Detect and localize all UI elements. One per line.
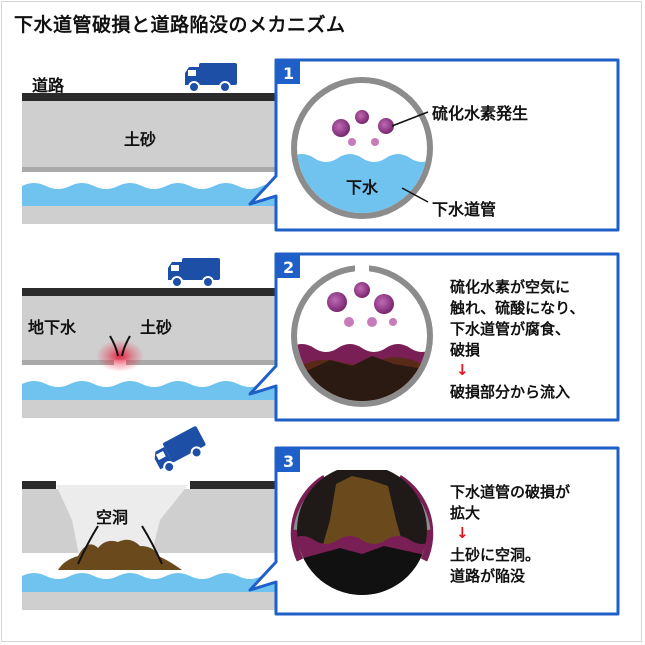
hydrogen-sulfide-label: 硫化水素発生 bbox=[432, 104, 529, 123]
step2-scene bbox=[22, 258, 286, 418]
step3-description: 下水道管の破損が 拡大 ↓ 土砂に空洞。 道路が陥没 bbox=[450, 482, 570, 587]
step3-result: 道路が陥没 bbox=[450, 567, 526, 585]
soil-layer bbox=[22, 101, 280, 167]
step2-panel bbox=[248, 252, 620, 422]
step2-description: 硫化水素が空気に 触れ、硫酸になり、 下水道管が腐食、 破損 ↓ 破損部分から流… bbox=[450, 277, 585, 403]
soil-label: 土砂 bbox=[124, 130, 157, 149]
step2-line: 下水道管が腐食、 bbox=[450, 320, 571, 338]
step3-line: 下水道管の破損が bbox=[450, 483, 571, 501]
step2-line: 硫化水素が空気に bbox=[450, 278, 571, 296]
sewage-label: 下水 bbox=[346, 178, 379, 197]
sewage-flow bbox=[22, 183, 286, 206]
down-arrow-icon: ↓ bbox=[456, 361, 469, 379]
groundwater-label: 地下水 bbox=[28, 318, 77, 337]
road-surface bbox=[22, 93, 280, 101]
step3-panel bbox=[248, 446, 620, 616]
step3-result: 土砂に空洞。 bbox=[450, 546, 541, 564]
step2-number: 2 bbox=[283, 258, 294, 277]
step3-number: 3 bbox=[283, 452, 294, 471]
truck-icon bbox=[185, 63, 237, 93]
step1-scene bbox=[22, 63, 286, 224]
step2-line: 破損 bbox=[450, 341, 481, 359]
step3-line: 拡大 bbox=[450, 504, 481, 522]
step1-number: 1 bbox=[283, 64, 294, 83]
inflowing-soil bbox=[322, 476, 404, 548]
sewer-pipe-label: 下水道管 bbox=[432, 200, 497, 219]
step2-result: 破損部分から流入 bbox=[450, 383, 571, 401]
leak-point bbox=[96, 340, 144, 372]
down-arrow-icon: ↓ bbox=[456, 524, 469, 542]
pipe-crack bbox=[355, 262, 369, 274]
figure-title: 下水道管破損と道路陥没のメカニズム bbox=[14, 14, 346, 36]
step2-line: 触れ、硫酸になり、 bbox=[450, 299, 585, 317]
step1-panel bbox=[248, 58, 620, 232]
step-badge bbox=[276, 60, 300, 84]
cavity-label: 空洞 bbox=[96, 508, 129, 527]
truck-icon bbox=[168, 258, 220, 288]
gas-bubbles bbox=[332, 110, 394, 146]
step3-scene bbox=[22, 426, 286, 610]
gas-bubbles bbox=[327, 282, 397, 327]
road-label: 道路 bbox=[32, 76, 65, 95]
truck-tilted-icon bbox=[154, 426, 206, 473]
soil-label-2: 土砂 bbox=[140, 318, 173, 337]
